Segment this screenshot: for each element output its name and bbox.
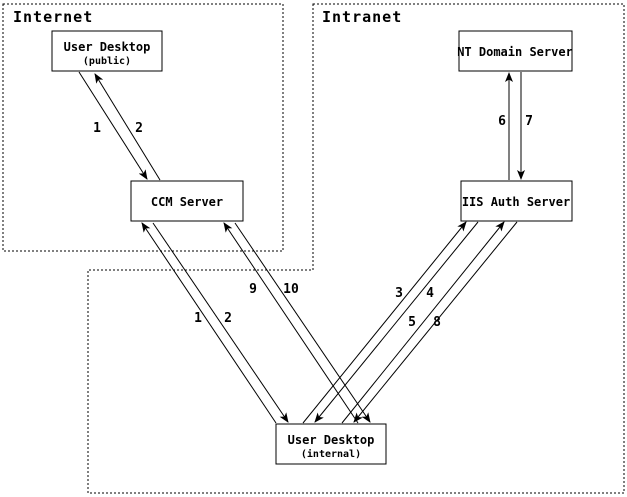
user-desktop-public-box [51,30,163,72]
nt-domain-server-box [458,30,573,72]
edge-label-7: 7 [525,114,533,129]
node-user-desktop-public: User Desktop (public) [51,30,163,72]
edge-9-internal-desktop-to-ccm [223,222,359,424]
internet-region: Internet [2,3,284,252]
iis-auth-server-label: IIS Auth Server [462,195,570,209]
edge-1-internal-desktop-to-ccm [141,222,277,424]
intranet-region: Intranet [87,3,625,494]
node-iis-auth-server: IIS Auth Server [460,180,573,222]
edge-2-ccm-to-public-desktop [94,73,161,181]
edge-label-8: 8 [433,315,441,330]
iis-auth-server-box [460,180,573,222]
edge-label-5: 5 [408,315,416,330]
node-user-desktop-internal: User Desktop (internal) [275,423,387,465]
ccm-server-box [130,180,244,222]
edge-label-2-public: 2 [135,121,143,136]
edge-3-internal-desktop-to-iis [302,221,467,424]
intranet-region-label: Intranet [322,8,402,26]
user-desktop-public-sublabel: (public) [83,55,131,67]
edge-label-4: 4 [426,286,434,301]
edge-label-10: 10 [283,282,299,297]
user-desktop-internal-sublabel: (internal) [301,448,361,460]
edge-label-1-internal: 1 [194,311,202,326]
edge-label-6: 6 [498,114,506,129]
edge-1-public-desktop-to-ccm [78,71,148,180]
edge-label-1-public: 1 [93,121,101,136]
edge-5-internal-desktop-to-iis [341,221,505,424]
edge-10-ccm-to-internal-desktop [234,222,371,423]
nt-domain-server-label: NT Domain Server [457,45,573,59]
internet-region-border [2,3,284,252]
internet-region-label: Internet [13,8,93,26]
edge-label-3: 3 [395,286,403,301]
node-ccm-server: CCM Server [130,180,244,222]
edge-label-2-internal: 2 [224,311,232,326]
edge-label-9: 9 [249,282,257,297]
user-desktop-internal-box [275,423,387,465]
node-nt-domain-server: NT Domain Server [457,30,573,72]
edge-8-iis-to-internal-desktop [353,221,518,423]
user-desktop-public-label: User Desktop [64,40,151,54]
edge-4-iis-to-internal-desktop [314,221,479,423]
ccm-server-label: CCM Server [151,195,223,209]
edge-2-ccm-to-internal-desktop [152,222,289,423]
user-desktop-internal-label: User Desktop [288,433,375,447]
intranet-region-border [87,3,625,494]
